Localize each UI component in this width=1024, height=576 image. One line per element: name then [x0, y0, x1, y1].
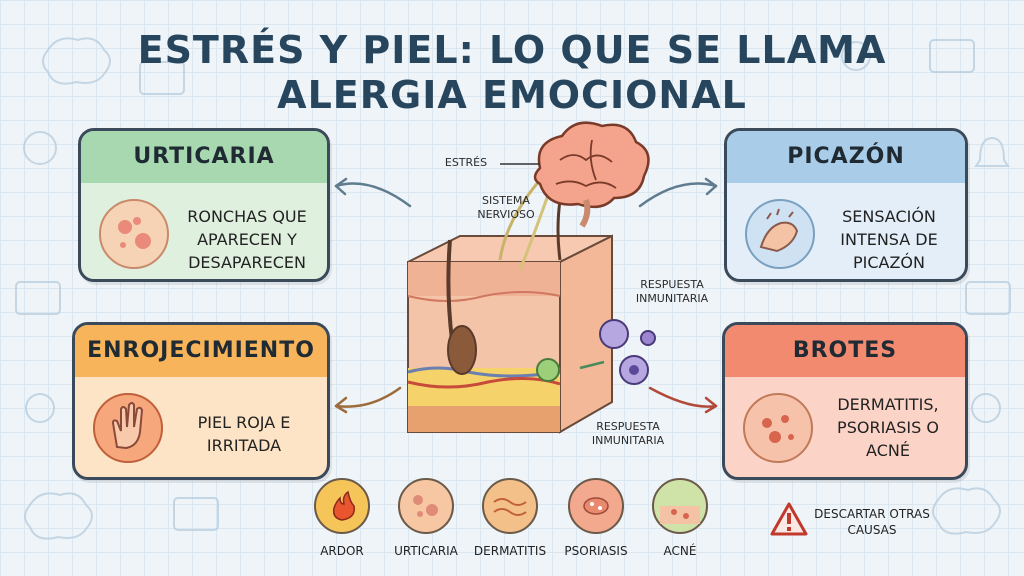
card-title: Enrojecimiento — [75, 325, 327, 377]
arrow-head — [334, 396, 348, 414]
card-title: Picazón — [727, 131, 965, 183]
warning-icon — [770, 502, 808, 536]
legend-item-urticaria: Urticaria — [384, 478, 468, 558]
legend-label: Psoriasis — [564, 544, 628, 558]
cell-doodle-icon — [25, 393, 55, 423]
skin-doodle-icon — [929, 39, 975, 73]
skin-doodle-icon — [173, 497, 219, 531]
cell-doodle-icon — [971, 393, 1001, 423]
card-enrojecimiento: Enrojecimiento Piel roja e irritada — [72, 322, 330, 480]
psoriasis-icon — [568, 478, 624, 534]
warning-text: Descartar otras causas — [814, 507, 930, 537]
arrow-head — [704, 177, 718, 196]
red-hand-icon — [93, 393, 163, 463]
cell-doodle-icon — [23, 131, 57, 165]
skin-doodle-icon — [965, 281, 1011, 315]
card-title: Urticaria — [81, 131, 327, 183]
card-description: Piel roja e irritada — [197, 413, 291, 455]
label-respuesta-inmunitaria-bottom: Respuesta inmunitaria — [591, 420, 665, 447]
legend-label: Urticaria — [394, 544, 458, 558]
card-title: Brotes — [725, 325, 965, 377]
legend-item-psoriasis: Psoriasis — [554, 478, 638, 558]
card-brotes: Brotes Dermatitis, psoriasis o acné — [722, 322, 968, 480]
label-sistema-nervioso: Sistema nervioso — [477, 194, 535, 221]
fire-icon — [314, 478, 370, 534]
scratching-hands-icon — [745, 199, 815, 269]
cell-doodle-icon — [841, 41, 871, 71]
legend-item-acne: Acné — [638, 478, 722, 558]
legend-item-ardor: Ardor — [300, 478, 384, 558]
skin-doodle-icon — [15, 281, 61, 315]
skin-doodle-icon — [139, 61, 185, 95]
arrow-to-urticaria — [334, 182, 412, 208]
bell-doodle-icon — [974, 136, 1010, 167]
arrow-to-enrojecimiento — [334, 386, 402, 408]
warning-note: Descartar otras causas — [770, 500, 930, 540]
dermatitis-icon — [482, 478, 538, 534]
hives-skin-icon — [99, 199, 169, 269]
card-description: Ronchas que aparecen y desaparecen — [187, 207, 307, 272]
immune-cells-icon — [579, 319, 656, 385]
brain-doodle-icon — [42, 37, 111, 85]
brain-icon — [533, 121, 650, 228]
arrow-to-brotes — [648, 386, 718, 408]
page-title: Estrés y piel: lo que se llama alergia e… — [137, 28, 887, 117]
card-picazon: Picazón Sensación intensa de picazón — [724, 128, 968, 282]
brain-doodle-icon — [932, 487, 1001, 535]
label-respuesta-inmunitaria-top: Respuesta inmunitaria — [635, 278, 709, 305]
legend-label: Acné — [663, 544, 697, 558]
hives-icon — [398, 478, 454, 534]
legend-label: Ardor — [320, 544, 364, 558]
arrow-to-picazon — [638, 182, 718, 208]
card-description: Dermatitis, psoriasis o acné — [837, 395, 939, 460]
legend-item-dermatitis: Dermatitis — [468, 478, 552, 558]
arrow-head — [704, 396, 718, 414]
legend-label: Dermatitis — [473, 544, 547, 558]
brain-doodle-icon — [24, 492, 93, 540]
skin-cross-section-icon — [407, 159, 613, 434]
rash-skin-icon — [743, 393, 813, 463]
card-description: Sensación intensa de picazón — [840, 207, 938, 272]
acne-icon — [652, 478, 708, 534]
label-estres: Estrés — [444, 156, 488, 169]
arrow-head — [334, 177, 348, 196]
card-urticaria: Urticaria Ronchas que aparecen y desapar… — [78, 128, 330, 282]
